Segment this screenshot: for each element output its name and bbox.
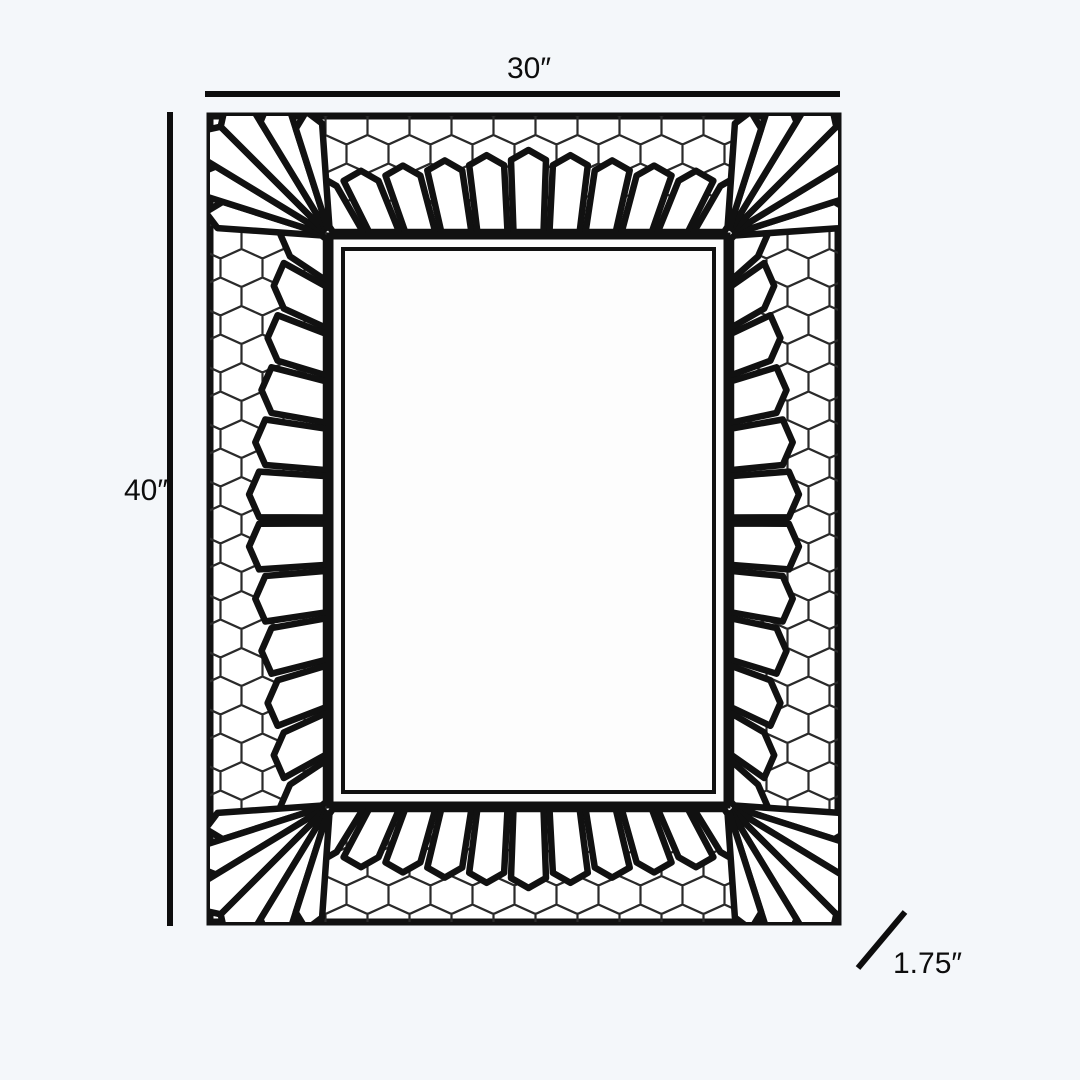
sunburst-facet-top (654, 167, 717, 236)
sunburst-facet-left (270, 259, 330, 332)
sunburst-facet-bottom (340, 805, 403, 871)
sunburst-facet-right (727, 709, 778, 782)
sunburst-facet-bottom (546, 805, 592, 887)
sunburst-facet-right (727, 468, 803, 521)
sunburst-facet-top (382, 162, 439, 236)
sunburst-facet-right (727, 259, 778, 332)
sunburst-facet-left (252, 416, 330, 474)
sunburst-facet-group (210, 116, 838, 922)
sunburst-facet-top (340, 167, 403, 236)
sunburst-facet-bottom (382, 805, 439, 876)
sunburst-facet-left (245, 468, 330, 521)
sunburst-facet-left (270, 709, 330, 782)
sunburst-facet-top (465, 151, 511, 236)
sunburst-facet-left (264, 662, 330, 730)
sunburst-facet-right (727, 567, 796, 625)
sunburst-facet-corner-top-right (724, 116, 765, 231)
depth-dimension-label: 1.75″ (893, 947, 962, 980)
sunburst-facet-corner-top-left (292, 116, 333, 231)
mirror-frame (206, 112, 842, 926)
sunburst-facet-corner-bottom-right (724, 810, 765, 922)
sunburst-facet-top (546, 151, 592, 236)
sunburst-facet-right (727, 662, 784, 730)
sunburst-facet-bottom (618, 805, 675, 876)
mirror-opening-inner (341, 247, 716, 794)
sunburst-facet-left (258, 364, 330, 426)
height-dimension-label: 40″ (124, 474, 168, 507)
sunburst-facet-bottom (582, 805, 633, 881)
dimension-annotations: 30″ 40″ 1.75″ (124, 52, 962, 980)
sunburst-facet-top (618, 162, 675, 236)
sunburst-facet-right (727, 311, 784, 379)
sunburst-facet-bottom (465, 805, 511, 887)
sunburst-facet-right (727, 615, 790, 677)
width-dimension-label: 30″ (507, 52, 551, 85)
sunburst-facet-bottom (654, 805, 717, 871)
sunburst-facet-right (727, 416, 796, 474)
sunburst-facet-corner-bottom-left (292, 810, 333, 922)
sunburst-facet-bottom (424, 805, 475, 881)
sunburst-facet-left (252, 567, 330, 625)
sunburst-facet-right (727, 520, 803, 573)
sunburst-facet-right (727, 364, 790, 426)
depth-leader-line (855, 910, 908, 970)
sunburst-facet-left (264, 311, 330, 379)
sunburst-facet-top (507, 146, 550, 236)
sunburst-facet-top (424, 157, 475, 236)
sunburst-facet-left (245, 520, 330, 573)
sunburst-facet-left (258, 615, 330, 677)
sunburst-facet-bottom (507, 805, 550, 892)
sunburst-facet-top (582, 157, 633, 236)
